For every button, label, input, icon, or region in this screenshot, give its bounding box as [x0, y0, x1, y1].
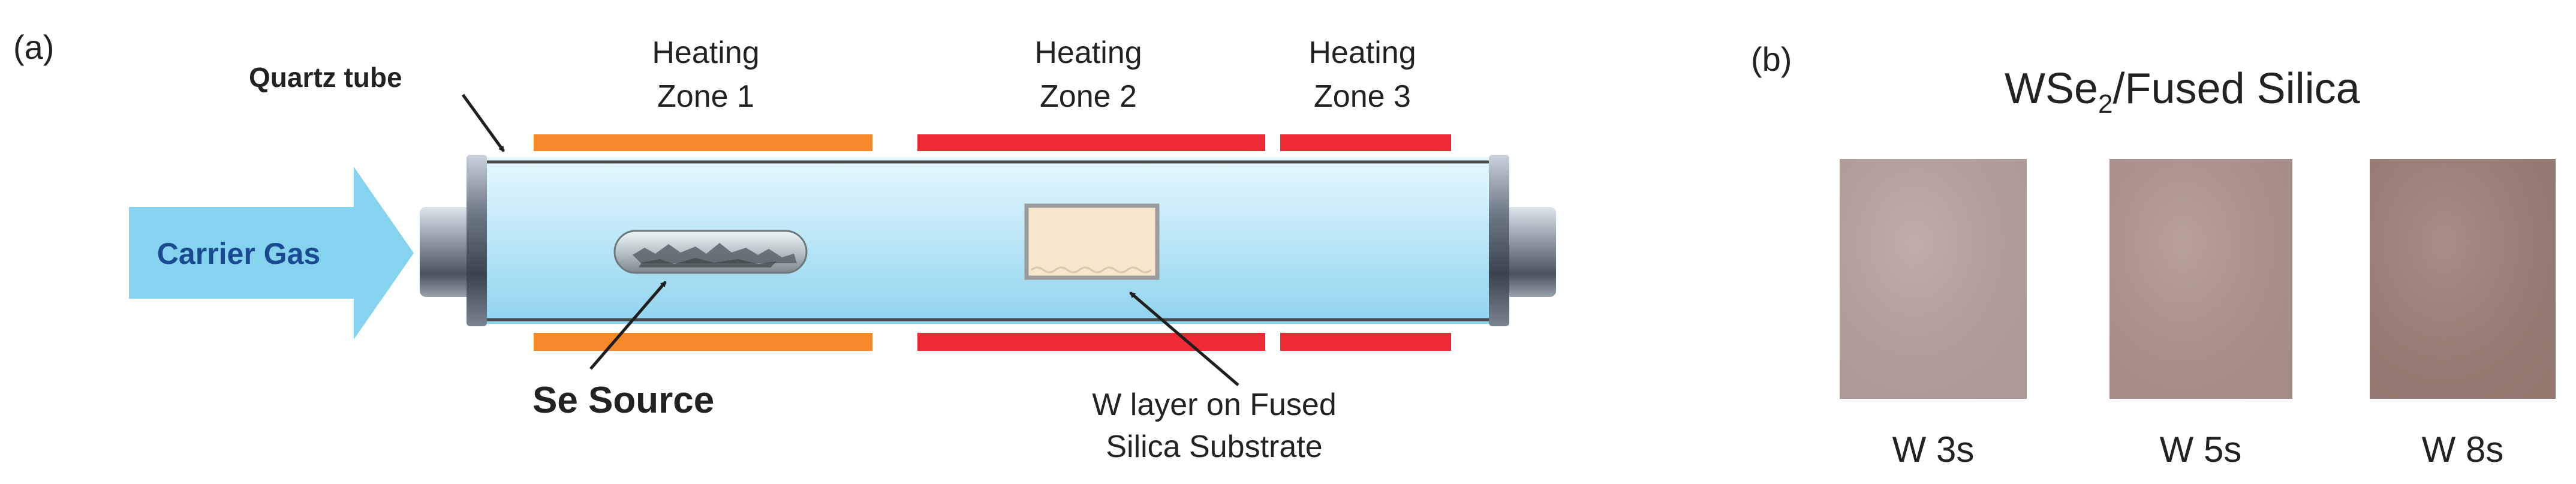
right-nozzle	[1505, 207, 1556, 297]
panel-b-label: (b)	[1751, 40, 1792, 78]
sample-w5s-shading	[2109, 159, 2292, 399]
zone2-label-line2: Zone 2	[1040, 79, 1137, 114]
w-layer-substrate	[1024, 203, 1160, 280]
sample-w5s-label: W 5s	[2160, 429, 2242, 470]
sample-w8s-shading	[2370, 159, 2556, 399]
zone2-label-line1: Heating	[1034, 35, 1142, 70]
panel-a-label: (a)	[13, 28, 54, 66]
panel-b-title-prefix: WSe	[2005, 65, 2098, 113]
panel-b-title-suffix: /Fused Silica	[2113, 65, 2361, 113]
carrier-gas-arrow: Carrier Gas	[129, 167, 414, 339]
zone1-label-line2: Zone 1	[657, 79, 754, 114]
w-layer-label-line2: Silica Substrate	[1106, 429, 1322, 464]
se-source-pointer	[589, 281, 667, 370]
carrier-gas-label: Carrier Gas	[157, 237, 320, 270]
w-layer-pointer	[1129, 291, 1239, 386]
sample-w3s-label: W 3s	[1892, 429, 1975, 470]
heating-zone-3-top	[1280, 134, 1451, 151]
heating-zone-2-top	[917, 134, 1265, 151]
heating-zone-3-bottom	[1280, 333, 1451, 351]
left-end-cap	[467, 155, 487, 326]
sample-w3s-shading	[1840, 159, 2027, 399]
w-layer-label-line1: W layer on Fused	[1092, 387, 1337, 422]
left-nozzle	[420, 207, 477, 297]
panel-b-title: WSe2/Fused Silica	[2005, 65, 2361, 119]
zone1-label-line1: Heating	[652, 35, 759, 70]
sample-w8s-label: W 8s	[2422, 429, 2504, 470]
quartz-tube-label: Quartz tube	[249, 62, 402, 93]
panel-b-title-subscript: 2	[2098, 89, 2112, 119]
heating-zone-2-bottom	[917, 333, 1265, 351]
quartz-tube-pointer	[461, 94, 505, 152]
right-end-cap	[1489, 155, 1509, 326]
se-source-label: Se Source	[532, 380, 714, 421]
heating-zone-1-bottom	[534, 333, 872, 351]
se-source-boat	[613, 230, 808, 274]
heating-zone-1-top	[534, 134, 872, 151]
zone3-label-line2: Zone 3	[1314, 79, 1411, 114]
zone3-label-line1: Heating	[1308, 35, 1416, 70]
